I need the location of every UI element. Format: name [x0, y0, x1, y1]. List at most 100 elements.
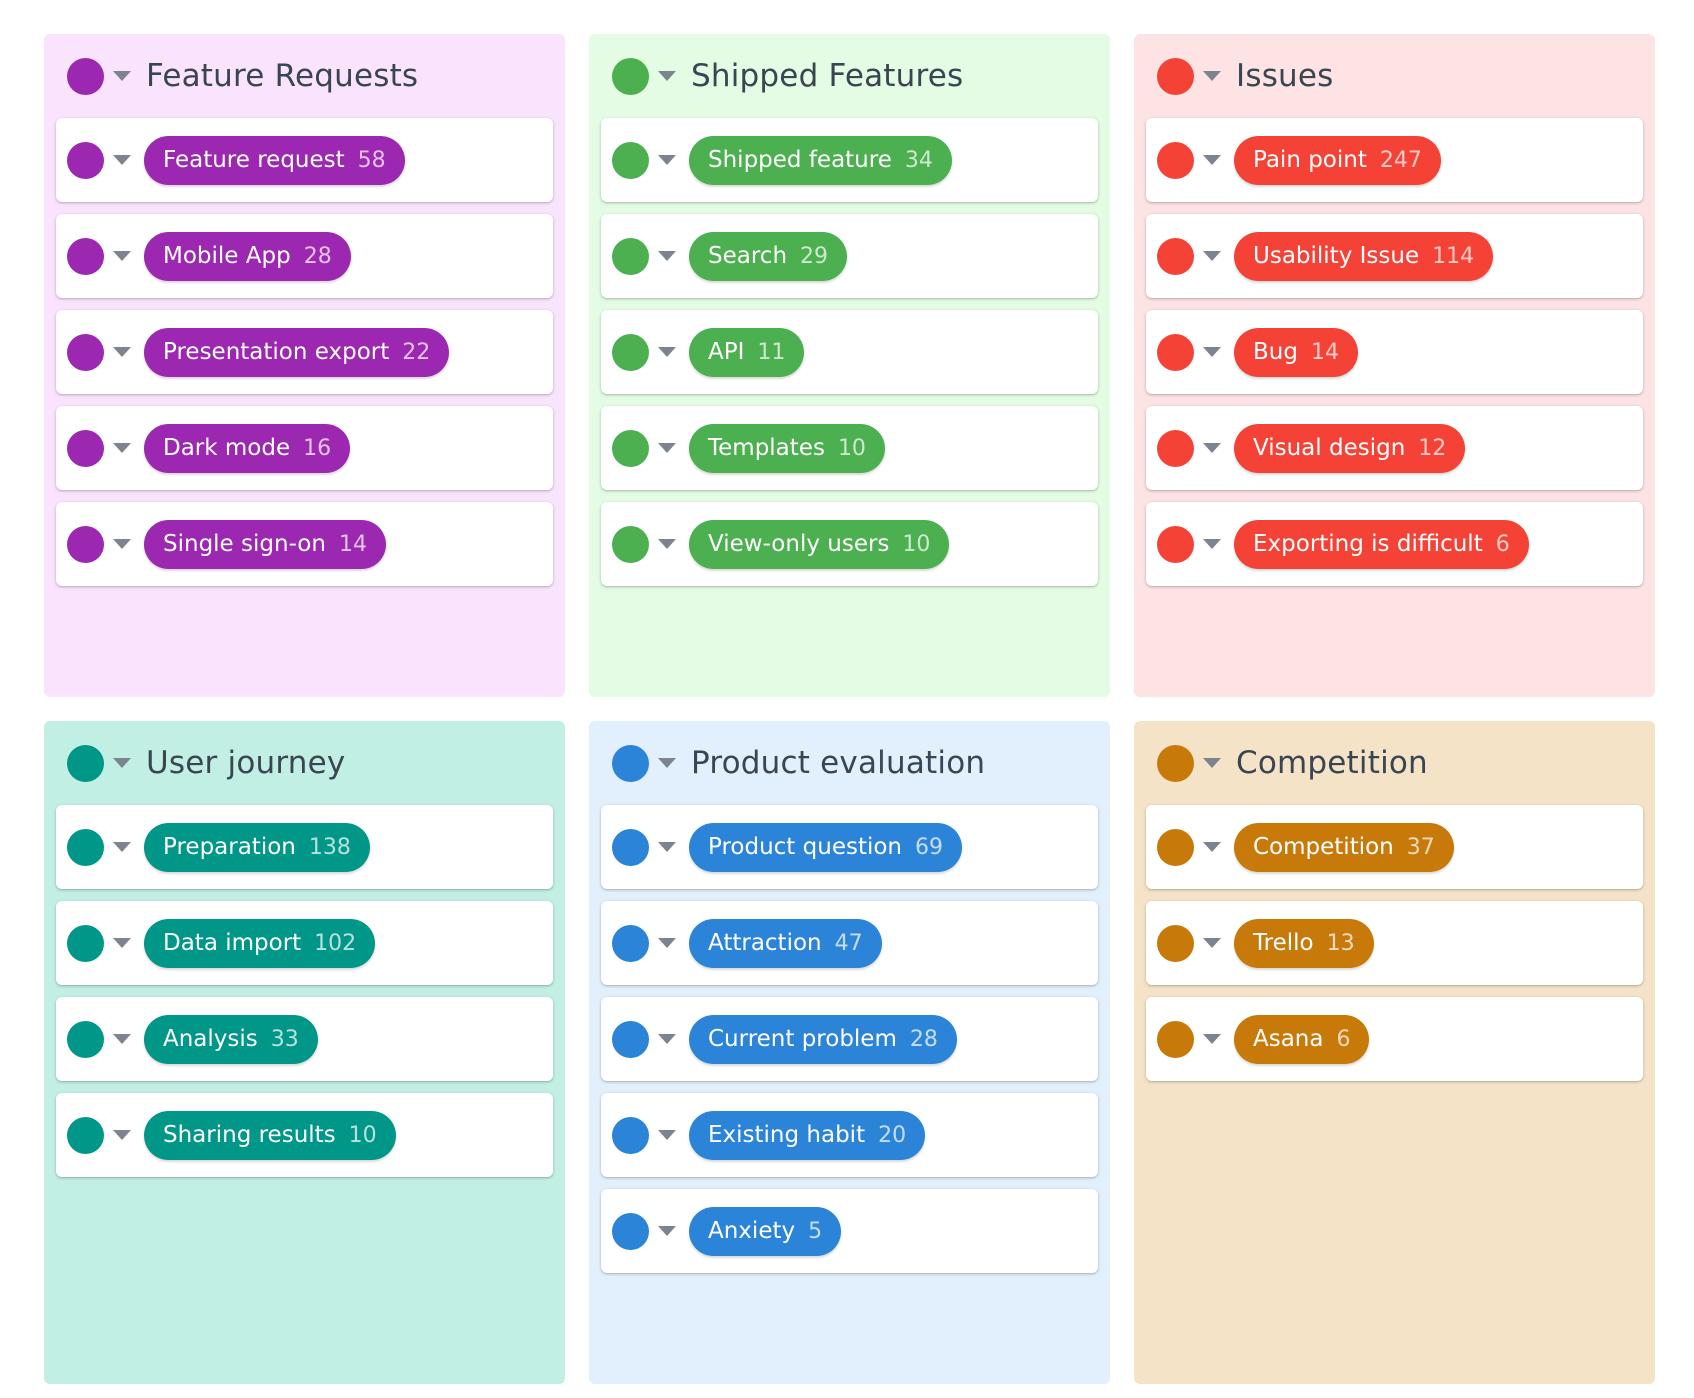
caret-down-icon[interactable]: [658, 251, 676, 261]
caret-down-icon[interactable]: [113, 155, 131, 165]
group-title[interactable]: Product evaluation: [691, 745, 986, 781]
tag-color-swatch[interactable]: [67, 828, 104, 866]
caret-down-icon[interactable]: [658, 347, 676, 357]
tag-color-swatch[interactable]: [67, 1116, 104, 1154]
caret-down-icon[interactable]: [113, 443, 131, 453]
caret-down-icon[interactable]: [113, 71, 131, 81]
tag-color-swatch[interactable]: [612, 333, 649, 371]
caret-down-icon[interactable]: [658, 71, 676, 81]
caret-down-icon[interactable]: [1203, 842, 1221, 852]
caret-down-icon[interactable]: [1203, 347, 1221, 357]
tag-color-swatch[interactable]: [612, 1116, 649, 1154]
group-title[interactable]: User journey: [146, 745, 346, 781]
caret-down-icon[interactable]: [1203, 758, 1221, 768]
group-title[interactable]: Feature Requests: [146, 58, 419, 94]
caret-down-icon[interactable]: [658, 443, 676, 453]
caret-down-icon[interactable]: [1203, 539, 1221, 549]
group-title[interactable]: Issues: [1236, 58, 1334, 94]
caret-down-icon[interactable]: [658, 938, 676, 948]
tag-color-swatch[interactable]: [67, 924, 104, 962]
group-color-swatch[interactable]: [612, 57, 649, 95]
tag-color-swatch[interactable]: [612, 828, 649, 866]
tag-color-swatch[interactable]: [1157, 1020, 1194, 1058]
tag-color-swatch[interactable]: [612, 1020, 649, 1058]
tag-color-swatch[interactable]: [612, 141, 649, 179]
caret-down-icon[interactable]: [1203, 443, 1221, 453]
caret-down-icon[interactable]: [658, 539, 676, 549]
caret-down-icon[interactable]: [658, 842, 676, 852]
tag-color-swatch[interactable]: [612, 1212, 649, 1250]
tag-color-swatch[interactable]: [1157, 333, 1194, 371]
caret-down-icon[interactable]: [658, 1130, 676, 1140]
caret-down-icon[interactable]: [658, 758, 676, 768]
caret-down-icon[interactable]: [113, 347, 131, 357]
tag-color-swatch[interactable]: [612, 429, 649, 467]
tag-color-swatch[interactable]: [612, 525, 649, 563]
caret-down-icon[interactable]: [658, 155, 676, 165]
tag-color-swatch[interactable]: [67, 1020, 104, 1058]
caret-down-icon[interactable]: [1203, 938, 1221, 948]
tag-color-swatch[interactable]: [612, 237, 649, 275]
caret-down-icon[interactable]: [113, 758, 131, 768]
caret-down-icon[interactable]: [113, 539, 131, 549]
tag-color-swatch[interactable]: [1157, 141, 1194, 179]
tag-color-swatch[interactable]: [1157, 924, 1194, 962]
group-color-swatch[interactable]: [1157, 744, 1194, 782]
group-color-swatch[interactable]: [67, 744, 104, 782]
tag-color-swatch[interactable]: [1157, 525, 1194, 563]
group-title[interactable]: Shipped Features: [691, 58, 964, 94]
caret-down-icon[interactable]: [113, 1034, 131, 1044]
caret-down-icon[interactable]: [113, 1130, 131, 1140]
group-title[interactable]: Competition: [1236, 745, 1428, 781]
tag-color-swatch[interactable]: [67, 237, 104, 275]
caret-down-icon[interactable]: [1203, 155, 1221, 165]
tag-color-swatch[interactable]: [1157, 828, 1194, 866]
group-color-swatch[interactable]: [612, 744, 649, 782]
group-color-swatch[interactable]: [1157, 57, 1194, 95]
